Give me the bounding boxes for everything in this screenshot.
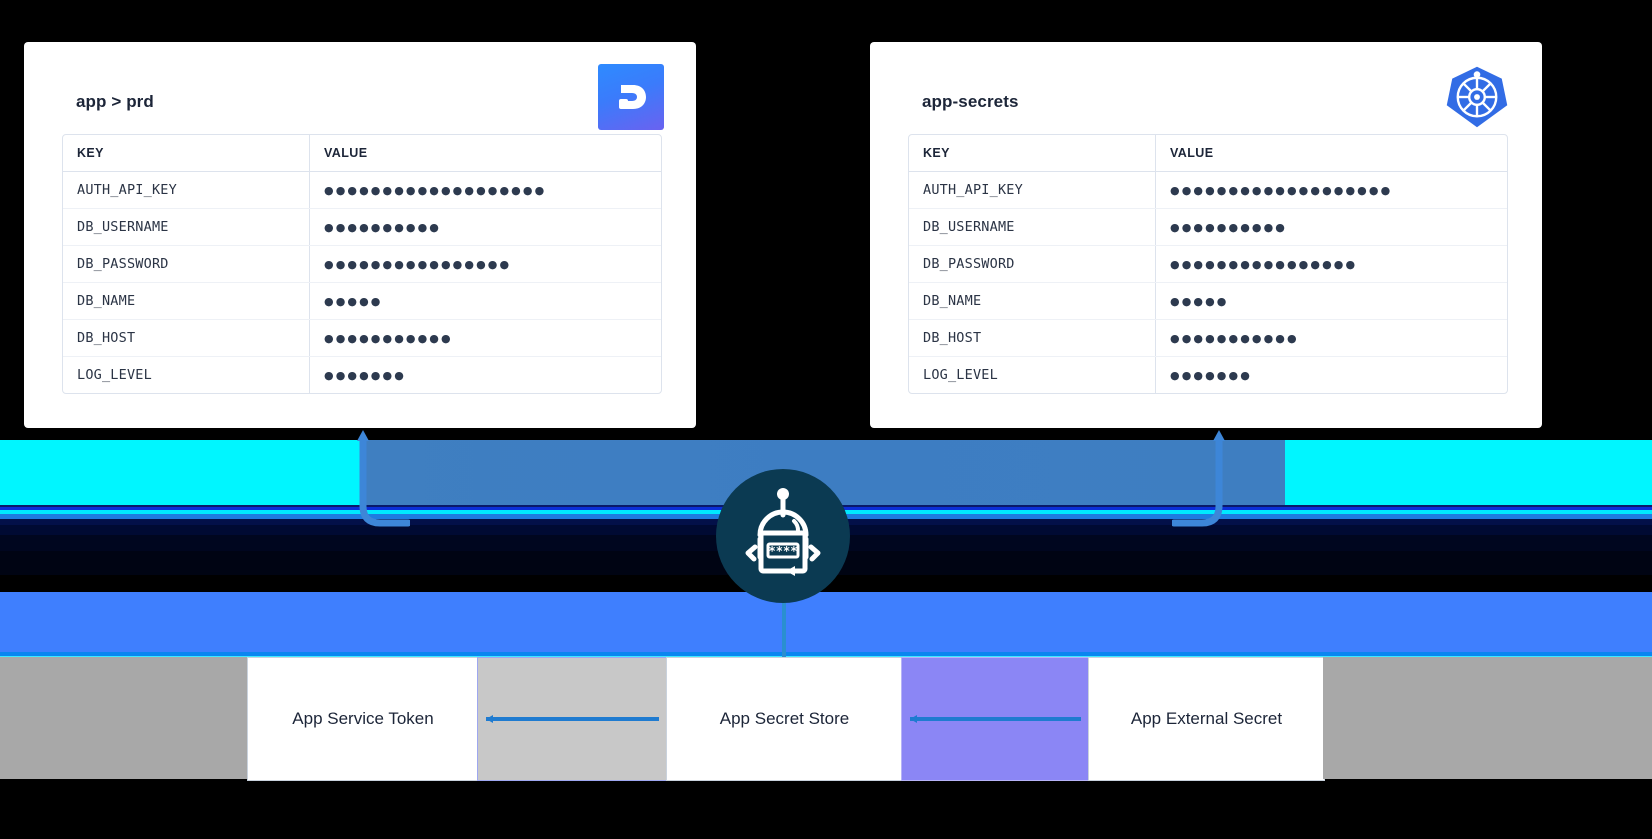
row-key: LOG_LEVEL bbox=[909, 356, 1156, 393]
connector-elbow-right bbox=[1172, 428, 1242, 538]
column-header-value: VALUE bbox=[1155, 135, 1507, 172]
row-key: DB_USERNAME bbox=[909, 208, 1156, 246]
column-header-value: VALUE bbox=[309, 135, 661, 172]
bottom-filler-left bbox=[0, 657, 247, 779]
row-key: DB_PASSWORD bbox=[63, 245, 310, 283]
left-kv-table: KEY VALUE AUTH_API_KEY ●●●●●●●●●●●●●●●●●… bbox=[62, 134, 662, 394]
kubernetes-secret-card: app-secrets bbox=[870, 42, 1542, 428]
bottom-box-app-external-secret[interactable]: App External Secret bbox=[1088, 657, 1325, 781]
row-value: ●●●●●●● bbox=[324, 368, 406, 382]
column-header-key: KEY bbox=[63, 135, 310, 172]
bottom-connector-purple bbox=[901, 657, 1090, 781]
table-row: DB_USERNAME ●●●●●●●●●● bbox=[63, 208, 661, 246]
row-key: DB_USERNAME bbox=[63, 208, 310, 246]
bottom-blue-band bbox=[0, 592, 1652, 654]
row-key: DB_NAME bbox=[63, 282, 310, 320]
row-value: ●●●●●●● bbox=[1170, 368, 1252, 382]
table-header-row: KEY VALUE bbox=[63, 135, 661, 172]
right-kv-table: KEY VALUE AUTH_API_KEY ●●●●●●●●●●●●●●●●●… bbox=[908, 134, 1508, 394]
row-key: DB_HOST bbox=[909, 319, 1156, 357]
row-key: AUTH_API_KEY bbox=[909, 171, 1156, 209]
table-row: DB_PASSWORD ●●●●●●●●●●●●●●●● bbox=[63, 245, 661, 283]
table-header-row: KEY VALUE bbox=[909, 135, 1507, 172]
row-key: DB_NAME bbox=[909, 282, 1156, 320]
column-header-key: KEY bbox=[909, 135, 1156, 172]
table-row: DB_USERNAME ●●●●●●●●●● bbox=[909, 208, 1507, 246]
bottom-connector-gray bbox=[477, 657, 668, 781]
robot-display-text: **** bbox=[769, 544, 798, 558]
robot-secret-lock-icon: **** bbox=[716, 469, 850, 603]
row-key: LOG_LEVEL bbox=[63, 356, 310, 393]
table-row: LOG_LEVEL ●●●●●●● bbox=[63, 356, 661, 393]
row-value: ●●●●●●●●●●● bbox=[309, 319, 661, 357]
bottom-box-label: App External Secret bbox=[1130, 709, 1283, 728]
row-value: ●●●●●●●●●●●●●●●●●●● bbox=[309, 171, 661, 209]
row-value: ●●●●●●●●●●● bbox=[1155, 319, 1507, 357]
bottom-box-app-secret-store[interactable]: App Secret Store bbox=[666, 657, 903, 781]
row-key: DB_PASSWORD bbox=[909, 245, 1156, 283]
cyan-band-left bbox=[0, 440, 363, 507]
table-row: LOG_LEVEL ●●●●●●● bbox=[909, 356, 1507, 393]
doppler-config-card: app > prd KEY VALUE AUTH_API bbox=[24, 42, 696, 428]
row-key: AUTH_API_KEY bbox=[63, 171, 310, 209]
doppler-logo-icon bbox=[598, 64, 664, 130]
left-card-title: app > prd bbox=[76, 92, 154, 111]
table-row: DB_PASSWORD ●●●●●●●●●●●●●●●● bbox=[909, 245, 1507, 283]
cyan-band-right bbox=[1285, 440, 1652, 507]
row-value: ●●●●●●●●●● bbox=[1155, 208, 1507, 246]
table-row: DB_HOST ●●●●●●●●●●● bbox=[909, 319, 1507, 357]
bottom-box-label: App Service Token bbox=[292, 709, 434, 728]
row-value: ●●●●●●●●●●●●●●●● bbox=[1155, 245, 1507, 283]
table-row: AUTH_API_KEY ●●●●●●●●●●●●●●●●●●● bbox=[909, 171, 1507, 209]
connector-elbow-left bbox=[340, 428, 410, 538]
table-row: DB_NAME ●●●●● bbox=[909, 282, 1507, 320]
right-card-title: app-secrets bbox=[922, 92, 1019, 111]
robot-connector-line bbox=[782, 590, 786, 664]
row-value: ●●●●●●●●●●●●●●●●●●● bbox=[1155, 171, 1507, 209]
row-value: ●●●●● bbox=[309, 282, 661, 320]
bottom-box-app-service-token[interactable]: App Service Token bbox=[247, 657, 479, 781]
kubernetes-logo-icon bbox=[1444, 64, 1510, 135]
table-row: DB_HOST ●●●●●●●●●●● bbox=[63, 319, 661, 357]
row-value: ●●●●●●●●●●●●●●●● bbox=[309, 245, 661, 283]
connector-arrow-1 bbox=[486, 715, 659, 723]
row-value: ●●●●● bbox=[1155, 282, 1507, 320]
table-row: DB_NAME ●●●●● bbox=[63, 282, 661, 320]
row-value: ●●●●●●●●●● bbox=[309, 208, 661, 246]
bottom-box-label: App Secret Store bbox=[719, 709, 850, 728]
row-key: DB_HOST bbox=[63, 319, 310, 357]
bottom-filler-right bbox=[1323, 657, 1652, 779]
connector-arrow-2 bbox=[910, 715, 1081, 723]
table-row: AUTH_API_KEY ●●●●●●●●●●●●●●●●●●● bbox=[63, 171, 661, 209]
bottom-blue-edge bbox=[0, 652, 1652, 657]
